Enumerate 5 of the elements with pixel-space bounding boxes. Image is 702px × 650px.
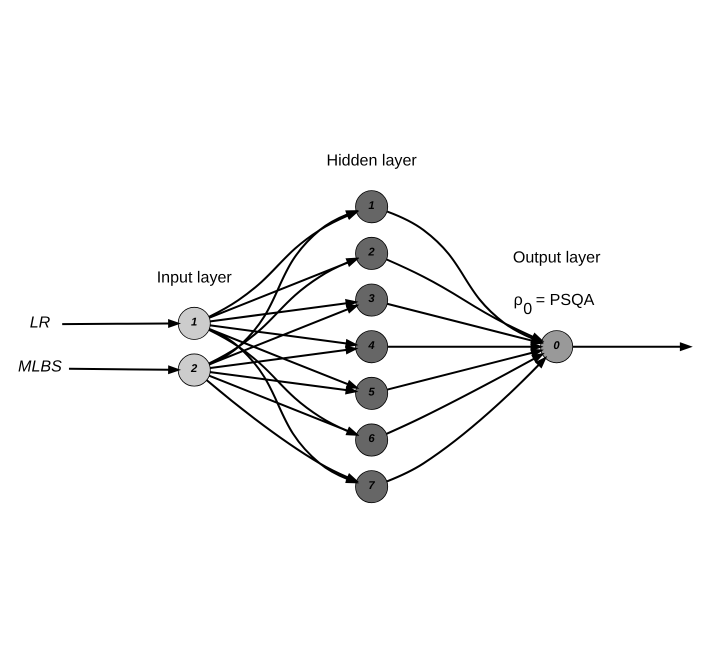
label: Output layer xyxy=(512,248,600,266)
label: Input layer xyxy=(156,268,232,286)
label: Hidden layer xyxy=(326,152,417,170)
node-text: LR xyxy=(30,313,50,332)
node-text: MLBS xyxy=(18,358,62,376)
